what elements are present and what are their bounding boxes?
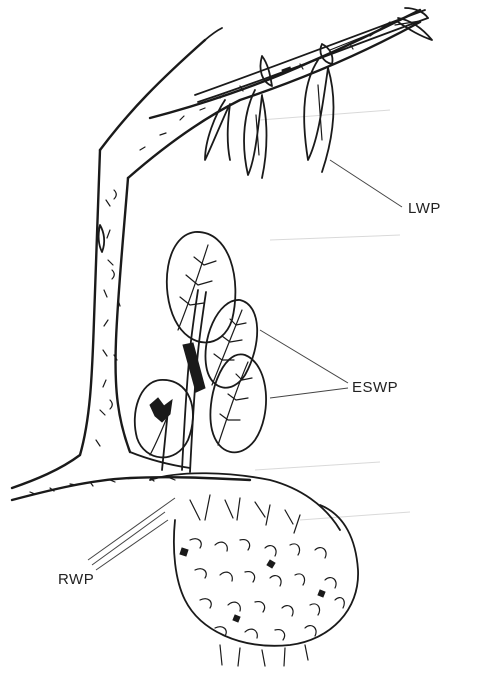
leaf-middle xyxy=(205,300,257,388)
wilted-leaf xyxy=(244,90,266,178)
trunk xyxy=(12,10,420,500)
rwp-label: RWP xyxy=(58,571,94,588)
rwp-leader-2 xyxy=(92,512,165,565)
leader-lines xyxy=(88,160,402,570)
lwp-label: LWP xyxy=(408,200,441,217)
rwp-leader-3 xyxy=(96,520,168,570)
lwp-leader xyxy=(330,160,402,207)
eswp-leader-lower xyxy=(270,388,348,398)
root-mass xyxy=(150,473,358,666)
eswp-label: ESWP xyxy=(352,379,398,396)
eswp-leader-upper xyxy=(260,330,348,383)
rwp-leader-1 xyxy=(88,498,175,560)
background-artifacts xyxy=(255,110,410,520)
wilted-leaf xyxy=(205,100,230,160)
